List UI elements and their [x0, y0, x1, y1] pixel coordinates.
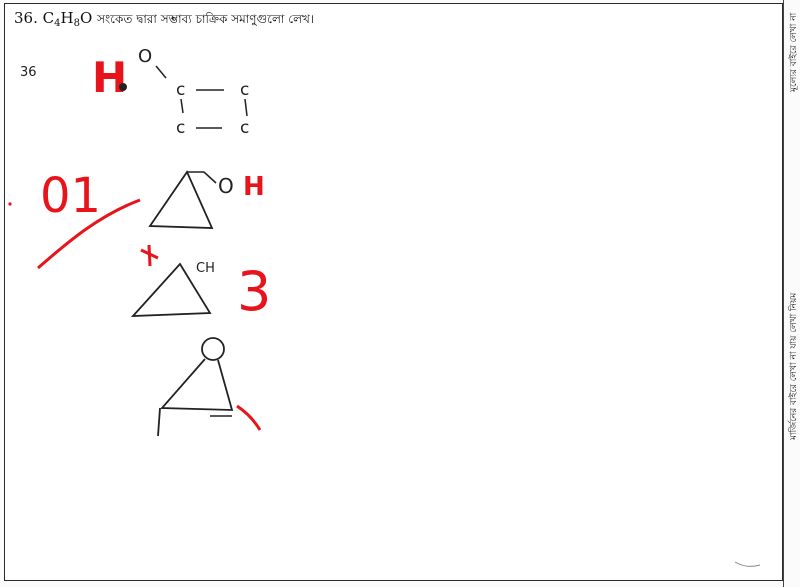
question-text: সংকেত দ্বারা সম্ভাব্য চাক্রিক সমাণুগুলো … [97, 12, 315, 26]
red-h-label: H [92, 53, 127, 102]
question-36: 36. C4H8O সংকেত দ্বারা সম্ভাব্য চাক্রিক … [14, 9, 314, 30]
red-tick [236, 404, 262, 431]
triangle-ring-1 [148, 170, 214, 229]
red-3-label: 3 [237, 260, 271, 323]
oxygen-ring-atom [201, 337, 225, 361]
bond-right [244, 98, 248, 117]
bond-o-c [155, 65, 167, 79]
red-dot [8, 202, 12, 206]
oh-h-label: H [243, 172, 265, 202]
oh-o-label: O [218, 174, 234, 198]
formula: C4H8O [42, 9, 93, 29]
red-star-mark [140, 244, 159, 267]
triangle-ring-3 [160, 358, 234, 411]
bond-left [180, 98, 184, 114]
carbon-top-right: c [240, 80, 249, 100]
bond-down [157, 407, 161, 437]
triangle-ring-2 [130, 262, 212, 317]
ch-mark-label: CH [196, 261, 215, 276]
carbon-bottom-left: c [176, 118, 185, 138]
question-number: 36. [14, 9, 38, 27]
answer-number: 36 [20, 65, 37, 80]
dot-mark [119, 83, 127, 91]
faint-scribble [734, 561, 761, 567]
red-01-label: 01 [40, 168, 101, 224]
carbon-top-left: c [176, 80, 185, 100]
oxygen-label: O [138, 46, 152, 67]
answer-box [4, 3, 783, 581]
red-slash [37, 198, 141, 270]
carbon-bottom-right: c [240, 118, 249, 138]
margin-line [783, 0, 784, 587]
bond-ch2-oh [187, 171, 217, 184]
